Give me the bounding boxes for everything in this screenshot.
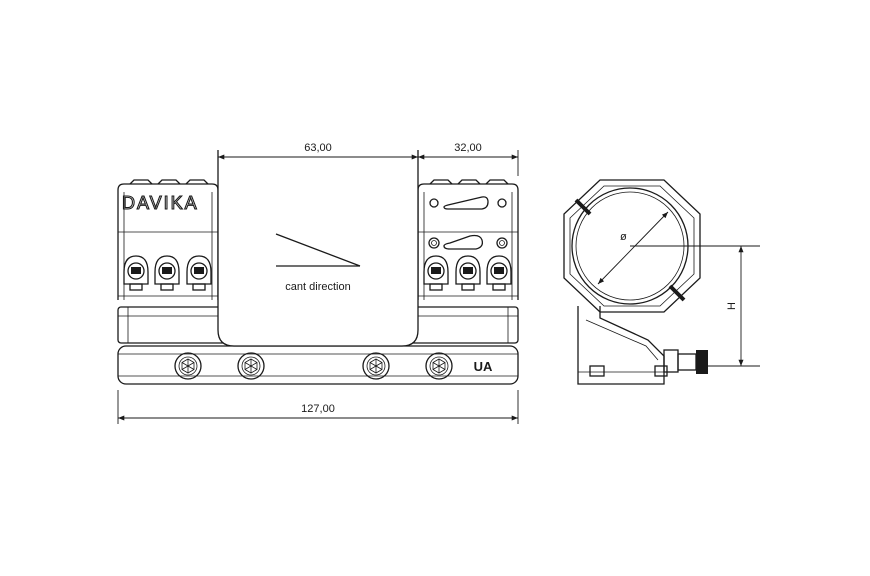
height-label: H: [726, 302, 738, 310]
cant-direction-label: cant direction: [285, 281, 350, 293]
mount-base: [577, 306, 668, 385]
scope-tube-region: [217, 150, 419, 347]
front-view: ø H: [563, 179, 760, 385]
dimension-overall-length: 127,00: [117, 390, 519, 424]
base-cross-screws: [174, 352, 453, 380]
dimension-height: H: [700, 246, 760, 367]
cross-screw: [425, 352, 453, 380]
diameter-symbol: ø: [620, 231, 627, 243]
clamp-screw: [486, 255, 512, 291]
clamp-screw: [186, 255, 212, 291]
ring-spacing-value: 63,00: [304, 142, 332, 154]
right-ring: [417, 179, 519, 300]
cross-screw: [237, 352, 265, 380]
cross-screw: [362, 352, 390, 380]
ring-housing: [563, 179, 701, 313]
dimension-ring-width: 32,00: [418, 142, 519, 176]
top-slot: [443, 196, 489, 210]
side-view: DAVIKA cant direction UA 63,00 32,00 127…: [117, 142, 519, 424]
clamp-screw: [423, 255, 449, 291]
left-clamp-screws: [123, 255, 212, 291]
cross-bolt: [663, 349, 708, 374]
model-mark: UA: [474, 359, 493, 374]
clamp-screw: [455, 255, 481, 291]
clamp-screw: [123, 255, 149, 291]
brand-logo: DAVIKA: [122, 193, 199, 213]
cross-screw: [174, 352, 202, 380]
overall-length-value: 127,00: [301, 403, 335, 415]
dimension-ring-spacing: 63,00: [217, 142, 419, 176]
middle-slot: [443, 234, 484, 250]
clamp-screw: [154, 255, 180, 291]
cant-direction-symbol: [275, 233, 361, 267]
ring-width-value: 32,00: [454, 142, 482, 154]
right-clamp-screws: [423, 255, 512, 291]
